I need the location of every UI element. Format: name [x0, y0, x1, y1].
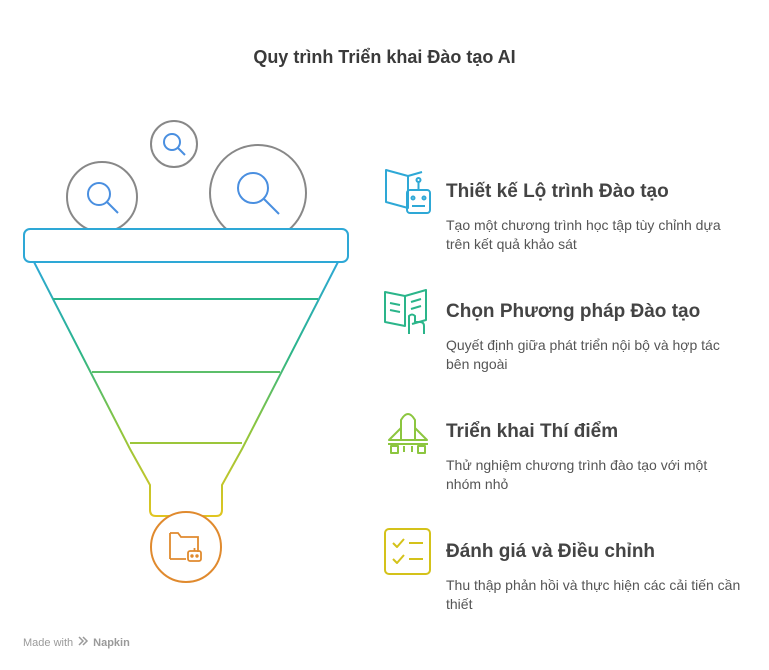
footer-made-with: Made with [23, 636, 74, 649]
page-title: Quy trình Triển khai Đào tạo AI [253, 47, 516, 67]
checklist-icon [384, 528, 431, 575]
step-1-title: Thiết kế Lộ trình Đào tạo [446, 181, 669, 202]
step-2-description: Quyết định giữa phát triển nội bộ và hợp… [446, 337, 720, 372]
search-icon [237, 172, 269, 204]
magnifier-circle-small [150, 120, 198, 168]
open-book-hand-icon [384, 289, 427, 334]
magnifier-circle-right [209, 144, 307, 242]
magnifier-circle-left [66, 161, 138, 233]
folder-robot-icon [169, 532, 202, 562]
step-2-title: Chọn Phương pháp Đào tạo [446, 301, 701, 322]
output-circle [150, 511, 222, 583]
step-4-description: Thu thập phản hồi và thực hiện các cải t… [446, 577, 741, 612]
footer-brand: Napkin [93, 636, 130, 649]
rocket-launch-icon [388, 413, 428, 454]
step-3-title: Triển khai Thí điểm [446, 421, 619, 442]
step-1-description: Tạo một chương trình học tập tùy chỉnh d… [446, 217, 721, 252]
step-4-title: Đánh giá và Điều chỉnh [446, 541, 656, 562]
napkin-logo-icon [77, 635, 89, 650]
search-icon [163, 133, 181, 151]
book-robot-icon [385, 169, 431, 214]
funnel-rim [23, 228, 349, 263]
search-icon [87, 182, 111, 206]
footer-attribution[interactable]: Made with Napkin [23, 635, 130, 650]
step-3-description: Thử nghiệm chương trình đào tạo với một … [446, 457, 708, 492]
funnel-body [32, 261, 340, 517]
